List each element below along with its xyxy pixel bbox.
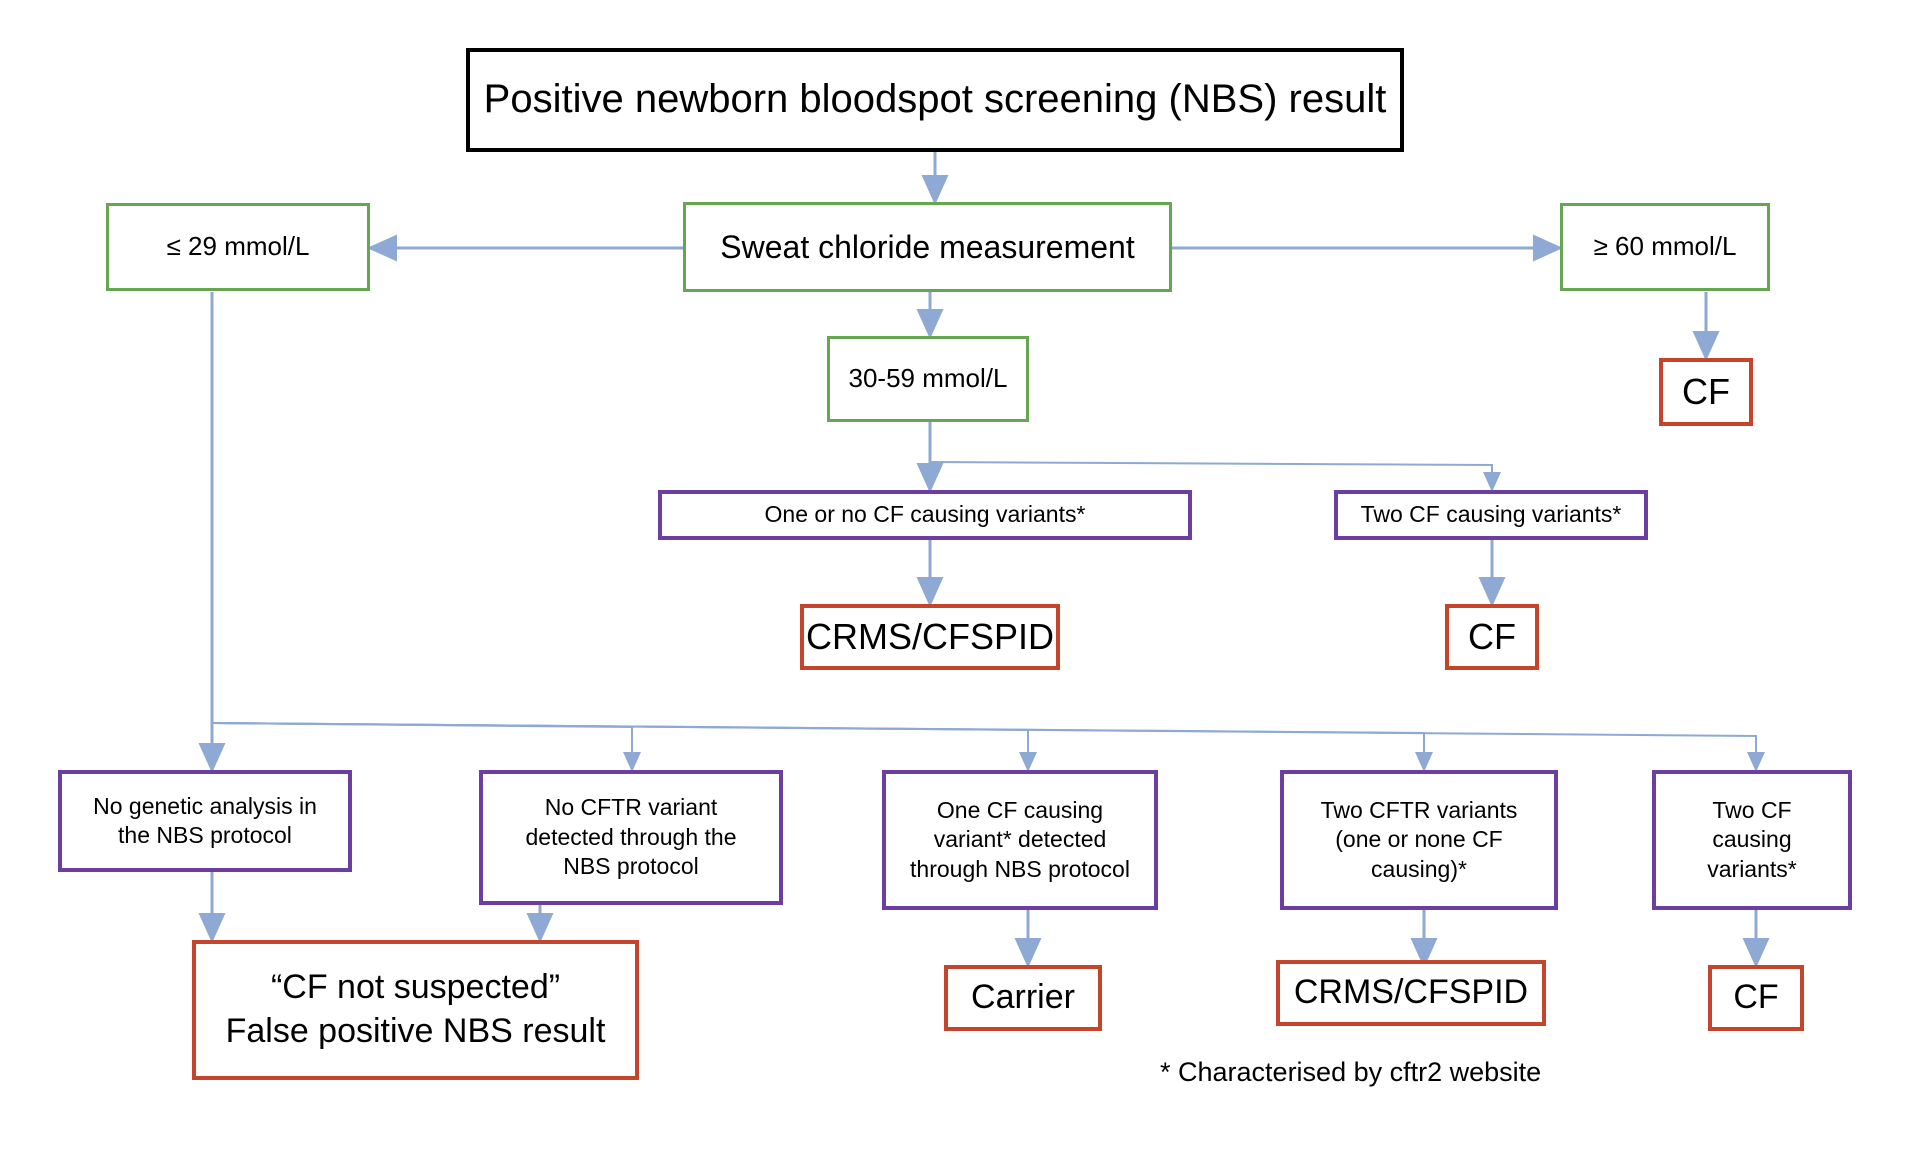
node-sweat-mid[interactable]: 30-59 mmol/L (827, 336, 1029, 422)
edge-bus-to-one-cf (211, 722, 1037, 772)
node-sweat-low[interactable]: ≤ 29 mmol/L (106, 203, 370, 291)
node-crms-cfspid-mid[interactable]: CRMS/CFSPID (800, 604, 1060, 670)
node-sweat-chloride-measurement[interactable]: Sweat chloride measurement (683, 202, 1172, 292)
footnote-cftr2: * Characterised by cftr2 website (1160, 1057, 1542, 1087)
node-two-cf-causing-variants[interactable]: Two CF causing variants* (1652, 770, 1852, 910)
node-sweat-high[interactable]: ≥ 60 mmol/L (1560, 203, 1770, 291)
edge-bus-to-no-cftr (211, 722, 641, 772)
node-crms-cfspid-low[interactable]: CRMS/CFSPID (1276, 960, 1546, 1026)
node-carrier[interactable]: Carrier (944, 965, 1102, 1031)
node-no-genetic-analysis[interactable]: No genetic analysis in the NBS protocol (58, 770, 352, 872)
node-one-or-no-cf-variants[interactable]: One or no CF causing variants* (658, 490, 1192, 540)
node-cf-high[interactable]: CF (1659, 358, 1753, 426)
edge-mid-to-two-variants (929, 461, 1501, 492)
edge-bus-to-two-cf (211, 722, 1765, 772)
node-one-cf-causing-variant[interactable]: One CF causing variant* detected through… (882, 770, 1158, 910)
edge-bus-to-two-cftr (211, 722, 1433, 772)
node-cf-low[interactable]: CF (1708, 965, 1804, 1031)
node-cf-mid[interactable]: CF (1445, 604, 1539, 670)
node-start[interactable]: Positive newborn bloodspot screening (NB… (466, 48, 1404, 152)
node-two-cf-variants-mid[interactable]: Two CF causing variants* (1334, 490, 1648, 540)
node-two-cftr-variants[interactable]: Two CFTR variants (one or none CF causin… (1280, 770, 1558, 910)
node-false-positive[interactable]: “CF not suspected” False positive NBS re… (192, 940, 639, 1080)
node-no-cftr-variant[interactable]: No CFTR variant detected through the NBS… (479, 770, 783, 905)
